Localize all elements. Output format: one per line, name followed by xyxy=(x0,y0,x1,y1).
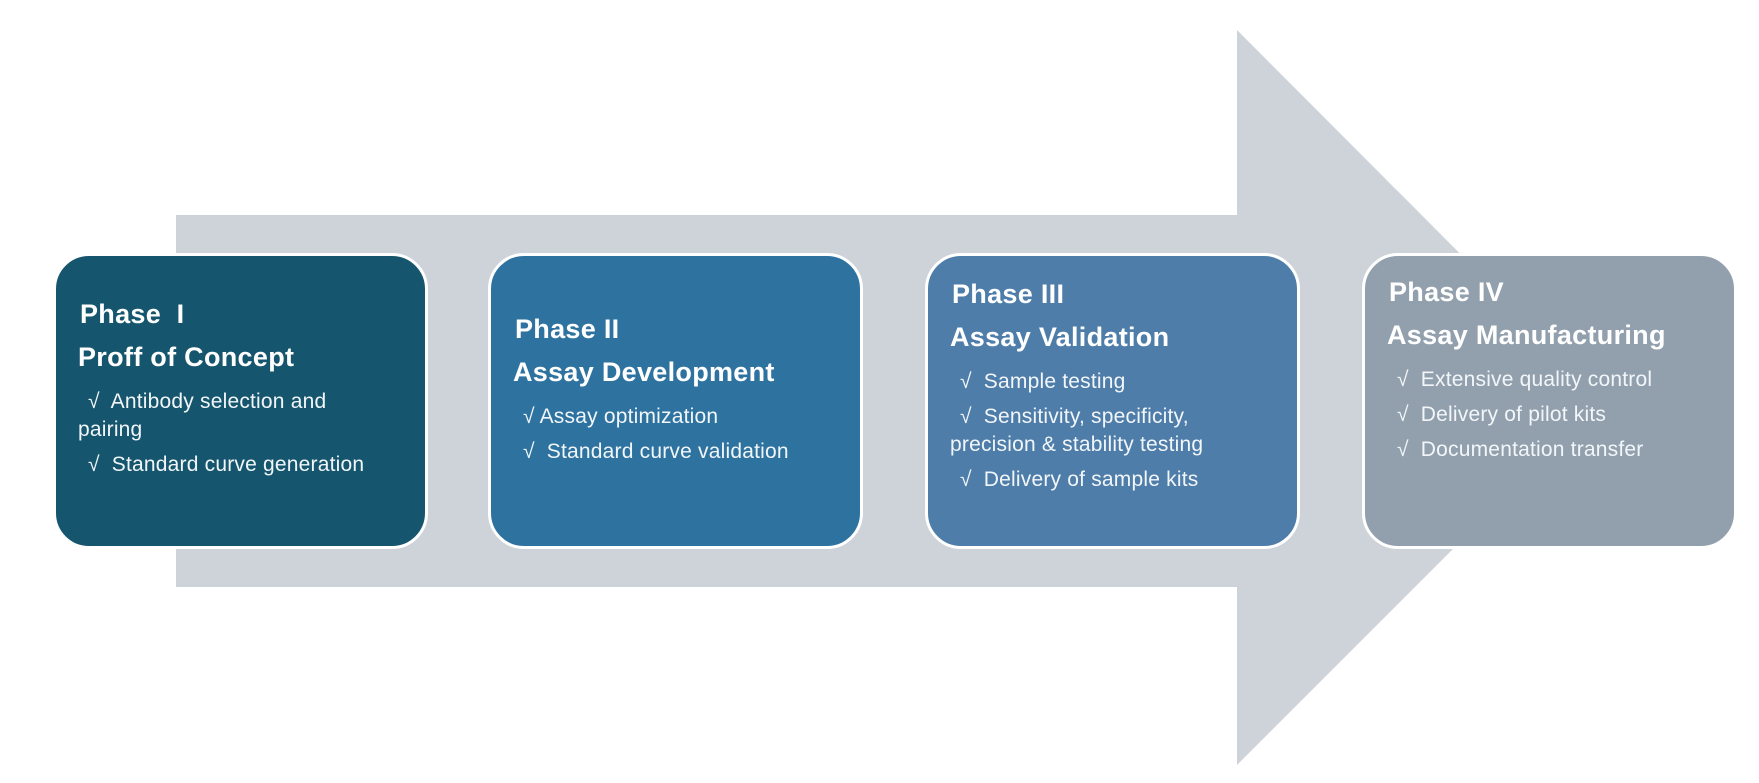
phase-card-4: Phase IV Assay Manufacturing √ Extensive… xyxy=(1362,253,1737,549)
phase-card-3: Phase III Assay Validation √ Sample test… xyxy=(925,253,1300,549)
phase-4-item: √ Extensive quality control xyxy=(1397,367,1653,391)
phase-3-item: √ Delivery of sample kits xyxy=(960,467,1199,491)
phase-4-title: Phase IV xyxy=(1389,277,1504,307)
phase-2-title: Phase II xyxy=(515,314,620,344)
phase-2-heading: Assay Development xyxy=(513,357,775,388)
phase-1-item: √ Standard curve generation xyxy=(88,452,365,476)
phase-2-item: √ Assay optimization xyxy=(523,404,719,428)
phase-4-item: √ Documentation transfer xyxy=(1397,437,1644,461)
phase-card-1: Phase I Proff of Concept √ Antibody sele… xyxy=(53,253,428,549)
phase-1-item: √ Antibody selection and pairing xyxy=(78,389,327,441)
phase-1-heading: Proff of Concept xyxy=(78,342,295,373)
phase-1-title: Phase I xyxy=(80,299,185,329)
phase-2-item: √ Standard curve validation xyxy=(523,439,789,463)
phase-3-item: √ Sensitivity, specificity, precision & … xyxy=(950,404,1204,456)
phase-3-item: √ Sample testing xyxy=(960,369,1126,393)
phase-3-heading: Assay Validation xyxy=(950,322,1170,353)
phase-3-title: Phase III xyxy=(952,279,1065,309)
phase-4-item: √ Delivery of pilot kits xyxy=(1397,402,1607,426)
phase-4-heading: Assay Manufacturing xyxy=(1387,320,1666,351)
phase-card-2: Phase II Assay Development √ Assay optim… xyxy=(488,253,863,549)
